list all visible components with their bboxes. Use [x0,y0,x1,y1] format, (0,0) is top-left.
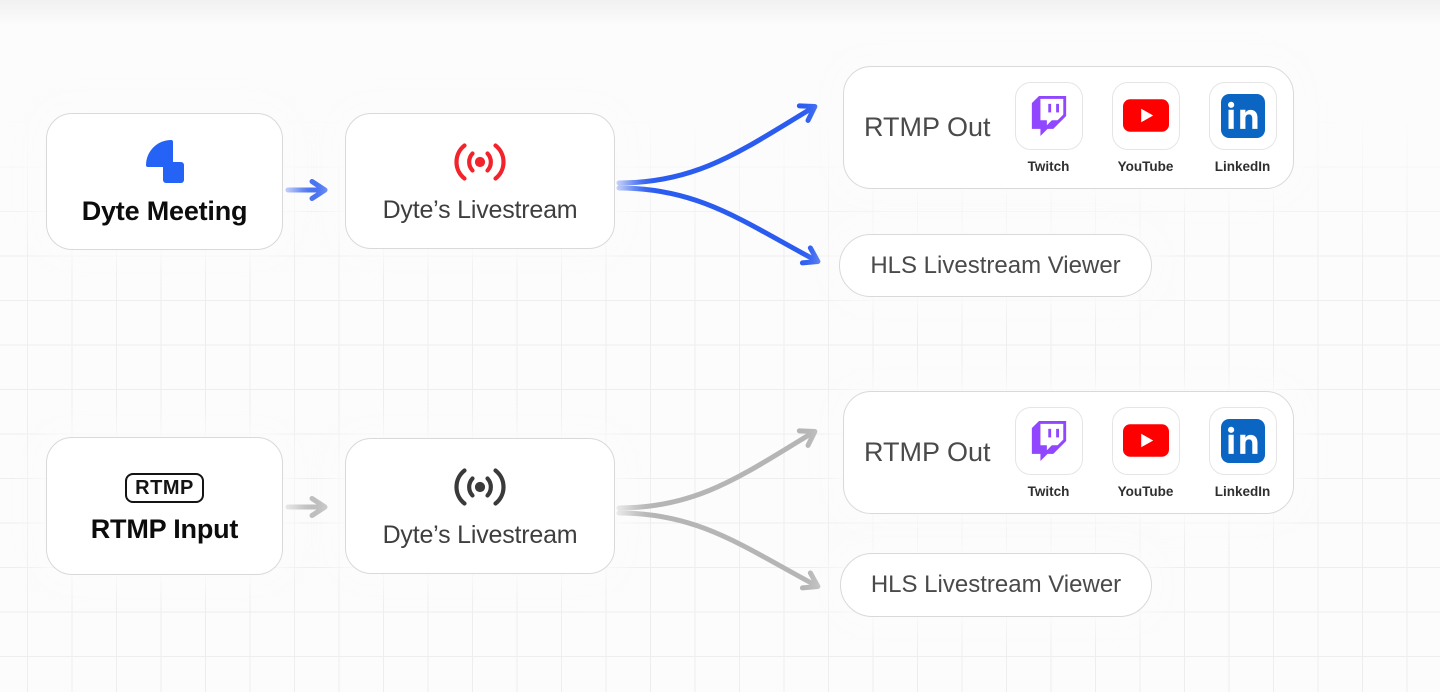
platform-label: LinkedIn [1214,483,1271,499]
node-hls-viewer-bottom: HLS Livestream Viewer [840,553,1152,617]
platform-label: Twitch [1027,483,1070,499]
rtmp-badge-icon: RTMP [125,473,204,503]
node-label: Dyte Meeting [81,196,248,226]
platform-list: Twitch YouTube LinkedIn [1014,406,1277,499]
platform-label: Twitch [1027,158,1070,174]
node-hls-viewer-top: HLS Livestream Viewer [839,234,1152,297]
platform-linkedin: LinkedIn [1208,406,1277,499]
twitch-card [1014,81,1083,150]
dyte-logo-square [162,162,184,183]
node-dyte-meeting: Dyte Meeting [46,113,283,250]
youtube-icon [1122,99,1169,132]
broadcast-icon [454,142,506,181]
node-label: RTMP Input [90,514,239,544]
edge-livestream-to-hls-top [616,185,821,266]
linkedin-card [1208,406,1277,475]
node-rtmp-out-top: RTMP Out Twitch [843,66,1294,189]
node-rtmp-input: RTMP RTMP Input [46,437,283,575]
node-rtmp-out-bottom: RTMP Out Twitch [843,391,1294,514]
node-label: RTMP Out [864,437,991,467]
platform-label: YouTube [1117,158,1174,174]
node-dyte-livestream-top: Dyte’s Livestream [345,113,615,249]
linkedin-icon [1220,418,1265,463]
youtube-card [1111,81,1180,150]
platform-label: LinkedIn [1214,158,1271,174]
dyte-logo-icon [145,140,184,183]
youtube-card [1111,406,1180,475]
edge-livestream-to-rtmpout-bottom [616,428,818,511]
node-label: Dyte’s Livestream [382,195,578,224]
node-label: RTMP Out [864,112,991,142]
platform-label: YouTube [1117,483,1174,499]
platform-linkedin: LinkedIn [1208,81,1277,174]
twitch-icon [1031,420,1066,461]
platform-twitch: Twitch [1014,81,1083,174]
platform-youtube: YouTube [1111,81,1180,174]
node-label: HLS Livestream Viewer [870,251,1121,279]
edge-livestream-to-hls-bottom [616,510,821,591]
platform-list: Twitch YouTube LinkedIn [1014,81,1277,174]
platform-twitch: Twitch [1014,406,1083,499]
youtube-icon [1122,424,1169,457]
top-gradient [0,0,1440,26]
broadcast-icon [454,467,506,506]
platform-youtube: YouTube [1111,406,1180,499]
twitch-card [1014,406,1083,475]
node-dyte-livestream-bottom: Dyte’s Livestream [345,438,615,574]
node-label: HLS Livestream Viewer [870,571,1122,598]
node-label: Dyte’s Livestream [382,520,578,549]
linkedin-icon [1220,93,1265,138]
twitch-icon [1031,95,1066,136]
edge-livestream-to-rtmpout-top [616,103,818,186]
linkedin-card [1208,81,1277,150]
